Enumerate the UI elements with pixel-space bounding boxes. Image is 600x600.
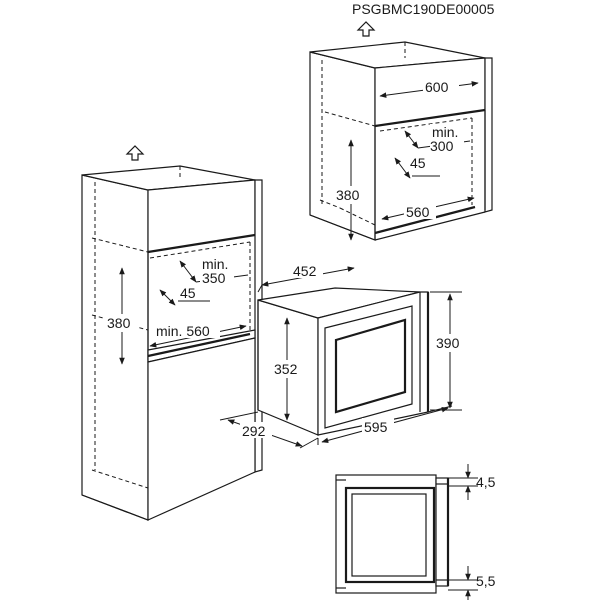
dimension-width-560-upper-label: 560 bbox=[406, 204, 430, 220]
dimension-bottom-gap-5-5: 5,5 bbox=[448, 566, 496, 600]
dimension-vent-45-label: 45 bbox=[410, 155, 426, 171]
dimension-top-gap-label: 4,5 bbox=[476, 474, 496, 490]
dimension-vent-45-tall: 45 bbox=[159, 285, 210, 306]
dimension-min-depth-350: min. 350 bbox=[179, 256, 249, 286]
upper-wall-cabinet bbox=[309, 41, 493, 241]
dimension-min-depth-300: min. 300 bbox=[404, 124, 471, 154]
side-section-detail bbox=[335, 474, 450, 594]
dimension-height-380-upper: 380 bbox=[334, 139, 366, 241]
dimension-height-380-tall-label: 380 bbox=[107, 315, 131, 331]
dimension-width-595: 595 bbox=[317, 405, 453, 445]
dimension-height-352-label: 352 bbox=[274, 361, 298, 377]
document-code: PSGBMC190DE00005 bbox=[352, 1, 495, 17]
dimension-width-560-tall-label: min. 560 bbox=[156, 323, 210, 339]
dimension-height-390-label: 390 bbox=[436, 335, 460, 351]
dimension-depth-300-label: 300 bbox=[430, 138, 454, 154]
dimension-width-560-tall: min. 560 bbox=[149, 322, 247, 348]
dimension-depth-452-label: 452 bbox=[293, 263, 317, 279]
dimension-min-label-tall: min. bbox=[202, 256, 228, 272]
dimension-height-380-upper-label: 380 bbox=[336, 187, 360, 203]
dimension-depth-452: 452 bbox=[257, 262, 355, 293]
dimension-depth-292-label: 292 bbox=[242, 423, 266, 439]
dimension-width-600-label: 600 bbox=[425, 79, 449, 95]
dimension-depth-292: 292 bbox=[219, 411, 319, 449]
tall-cabinet bbox=[81, 165, 263, 521]
dimension-depth-350-label: 350 bbox=[202, 270, 226, 286]
dimension-bottom-gap-label: 5,5 bbox=[476, 573, 496, 589]
dimension-width-600: 600 bbox=[379, 78, 479, 98]
dimension-min-label: min. bbox=[432, 124, 458, 140]
dimension-height-390: 390 bbox=[430, 291, 466, 411]
dimension-top-gap-4-5: 4,5 bbox=[448, 464, 496, 500]
dimension-width-595-label: 595 bbox=[364, 419, 388, 435]
dimension-width-560-upper: 560 bbox=[381, 196, 475, 221]
dimension-height-380-tall: 380 bbox=[105, 267, 137, 365]
dimension-vent-45: 45 bbox=[394, 155, 440, 179]
up-arrow-icon bbox=[125, 145, 145, 161]
dimension-height-352: 352 bbox=[272, 317, 304, 421]
dimension-vent-45-tall-label: 45 bbox=[180, 285, 196, 301]
up-arrow-icon bbox=[356, 21, 376, 37]
